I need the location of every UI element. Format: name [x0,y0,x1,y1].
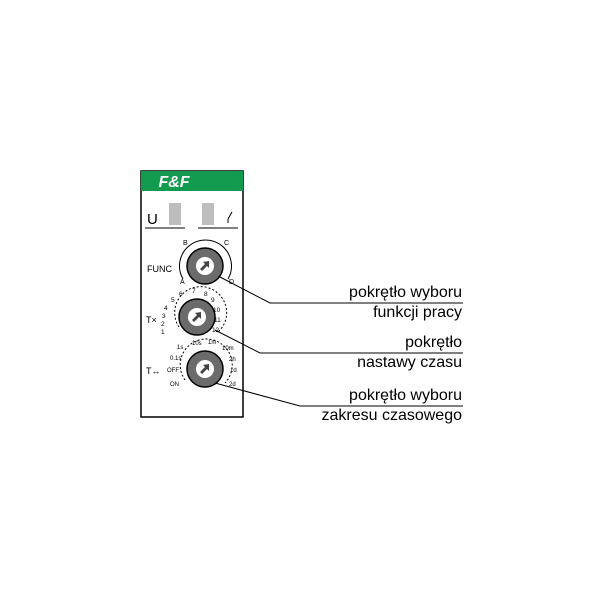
range-scale-label: OFF [167,368,179,374]
func-scale-label: A [180,279,185,286]
callout-time: pokrętło nastawy czasu [300,333,462,373]
time-knob-label: T× [146,315,157,325]
time-knob-arrow-icon [188,308,206,326]
range-scale-label: 2d [229,382,236,388]
callout-leader-time [214,329,463,354]
callout-time-line2: nastawy czasu [357,354,462,371]
time-scale-label: 4 [164,305,168,312]
callout-leader-func [219,276,463,304]
func-knob-label: FUNC [147,264,172,274]
time-knob-scale-arc [174,286,228,333]
relay-led-indicator [202,203,214,225]
range-scale-label: 1s [177,345,183,351]
callout-range-line1: pokrętło wyboru [349,387,462,404]
time-scale-label: 3 [162,313,166,320]
time-scale-label: 5 [171,297,175,304]
time-scale-label: 10 [213,307,221,314]
range-knob-arrow-icon [196,360,214,378]
range-scale-label: 0.1s [170,356,181,362]
time-scale-label: 8 [204,291,208,298]
callout-time-line1: pokrętło [405,334,462,351]
range-scale-label: ON [170,382,179,388]
callout-range: pokrętło wyboru zakresu czasowego [280,386,462,426]
range-scale-label: 1m [208,340,216,346]
time-scale-label: 6 [179,291,183,298]
time-scale-label: 1 [161,329,165,336]
func-scale-label: C [224,240,229,247]
func-scale-label: B [183,240,188,247]
time-scale-label: 9 [211,297,215,304]
time-scale-label: 11 [214,317,221,324]
power-led-indicator [169,203,181,225]
callout-func: pokrętło wyboru funkcji pracy [300,283,462,323]
time-scale-label: 7 [192,288,196,295]
callout-range-line2: zakresu czasowego [321,407,462,424]
relay-contact-icon [227,211,233,223]
range-scale-label: 10s [192,341,202,347]
callout-leader-range [214,382,463,407]
brand-logo: F&F [158,174,190,191]
range-scale-label: 2h [229,357,236,363]
range-scale-label: 10m [222,346,234,352]
range-knob-scale: ON OFF 0.1s 1s 10s 1m 10m 2h 1d 2d [167,340,237,388]
func-knob-arrow-icon [196,257,214,275]
brand-bar [141,171,243,191]
power-indicator-label: U [147,211,158,228]
callout-func-line1: pokrętło wyboru [349,284,462,301]
time-scale-label: 2 [161,321,165,328]
func-knob-scale-arc [179,239,232,280]
range-knob-scale-arc [179,338,233,384]
callout-func-line2: funkcji pracy [373,304,462,321]
range-knob-label: T↔ [146,366,161,376]
range-scale-label: 1d [230,368,237,374]
